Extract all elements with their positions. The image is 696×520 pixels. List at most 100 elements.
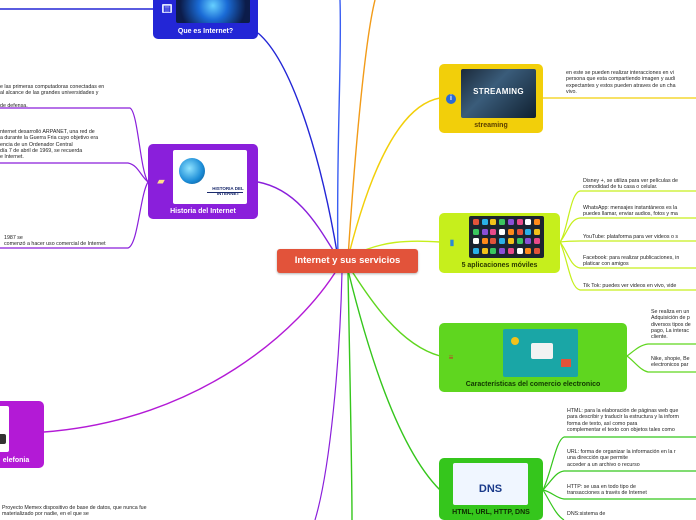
link-html-1	[542, 436, 696, 491]
text-line: transacciones a través de Internet	[567, 490, 647, 497]
app-icon	[481, 247, 488, 254]
text-line: Se realiza en un	[651, 309, 690, 315]
tablet-icon: ▮	[449, 238, 455, 247]
link-apps-4	[559, 241, 696, 269]
link-html-2	[542, 470, 696, 491]
text-line: WhatsApp: mensajes instantáneos es la	[583, 205, 678, 211]
app-icon	[499, 228, 506, 235]
link-html-4	[542, 489, 565, 520]
link-que-es	[257, 32, 339, 259]
text-line: DNS:sistema de	[567, 511, 606, 517]
text-line: complementar el texto con objetos tales …	[567, 426, 675, 433]
text-line: materializado por nadie, en el que se	[2, 511, 89, 518]
app-icon	[507, 247, 514, 254]
app-icon	[525, 238, 532, 244]
link-telefonia	[43, 267, 339, 433]
link-comercio-1	[626, 343, 696, 357]
app-icon	[525, 228, 532, 235]
app-icon	[533, 228, 540, 235]
text-line: acceder a un archivo o recurso	[567, 461, 640, 468]
text-line: a durante la Guerra Fria cuyo objetivo e…	[0, 135, 99, 142]
app-icon	[481, 238, 488, 244]
link-historia-2	[0, 162, 149, 183]
telefonia-text-1: Proyecto Memex dispositivo de base de da…	[2, 505, 180, 518]
app-icon	[481, 219, 488, 225]
app-icon	[490, 238, 497, 244]
text-line: una dirección que permite	[567, 455, 628, 462]
central-topic[interactable]: Internet y sus servicios	[277, 249, 418, 273]
link-apps-1	[559, 190, 696, 243]
text-line: persona que esta compartiendo imagen y a…	[566, 76, 675, 83]
text-line: YouTube: plataforma para ver videos o s	[583, 234, 679, 240]
html-text-4: DNS:sistema de	[567, 511, 696, 517]
app-icon	[533, 219, 540, 225]
link-comercio-2	[626, 355, 696, 373]
app-icon	[507, 219, 514, 225]
text-line: puedes llamar, enviar audios, fotos y ma	[583, 211, 678, 218]
node-comercio-electronico[interactable]: ≡ Características del comercio electroni…	[439, 323, 627, 392]
app-icon	[490, 219, 497, 225]
text-line: encia de un Ordenador Central	[0, 141, 73, 148]
node-apps-label: 5 aplicaciones móviles	[461, 262, 538, 269]
text-line: cliente.	[651, 334, 668, 341]
text-line: pago, La interac	[651, 327, 689, 334]
node-aplicaciones-moviles[interactable]: ▮ 5 aplicaciones móviles	[439, 213, 560, 273]
text-line: e las primeras computadoras conectadas e…	[0, 84, 105, 90]
app-icon	[481, 228, 488, 235]
link-historia	[257, 181, 339, 259]
app-icon	[490, 247, 497, 254]
app-icon	[525, 247, 532, 254]
text-line: vivo.	[566, 88, 577, 95]
app-icon	[525, 219, 532, 225]
node-que-es-internet[interactable]: ▤ Que es Internet?	[153, 0, 258, 39]
text-line: platicar con amigos	[583, 261, 629, 268]
link-top-orange	[347, 0, 376, 259]
link-apps-3	[559, 240, 696, 243]
node-html-url-http-dns[interactable]: DNS HTML, URL, HTTP, DNS	[439, 458, 543, 520]
historia-image-text: HISTORIA DEL INTERNET	[212, 186, 244, 196]
link-historia-1	[0, 107, 149, 183]
text-line: comodidad de tu casa o celular.	[583, 184, 658, 191]
text-line: expectantes y estos pueden atraves de un…	[566, 82, 676, 89]
node-streaming[interactable]: STREAMING i streaming	[439, 64, 543, 133]
text-line: Proyecto Memex dispositivo de base de da…	[2, 505, 147, 511]
app-icon	[507, 228, 514, 235]
html-image-text: DNS	[478, 483, 503, 495]
historia-text-1: e las primeras computadoras conectadas e…	[0, 84, 128, 109]
text-line: Facebook: para realizar publicaciones, i…	[583, 255, 680, 261]
text-line: comenzó a hacer uso comercial de Interne…	[4, 241, 106, 248]
apps-image	[469, 216, 544, 258]
comercio-image	[503, 329, 578, 377]
app-icon	[473, 219, 479, 225]
link-comercio	[347, 264, 441, 357]
text-line: e Internet.	[0, 154, 24, 161]
text-line: en este se pueden realizar interacciones…	[566, 70, 674, 76]
app-icon	[516, 228, 523, 235]
link-apps-5	[559, 241, 696, 291]
html-text-1: HTML: para la elaboración de páginas web…	[567, 408, 696, 433]
html-image: DNS	[453, 463, 528, 505]
app-icon	[533, 238, 540, 244]
text-line: nternet desarrolló ARPANET, una red de	[0, 129, 95, 135]
node-historia-internet[interactable]: HISTORIA DEL INTERNET ▰ Historia del Int…	[148, 144, 258, 219]
apps-text-5: Tik Tok: puedes ver videos en vivo, vide	[583, 283, 696, 289]
app-icon	[516, 238, 523, 244]
html-text-2: URL: forma de organizar la información e…	[567, 449, 696, 468]
link-que-es-up	[336, 0, 342, 259]
node-telefonia[interactable]: elefonia	[0, 401, 44, 468]
streaming-text-1: en este se pueden realizar interacciones…	[566, 70, 696, 95]
app-icon	[499, 219, 506, 225]
apps-text-4: Facebook: para realizar publicaciones, i…	[583, 255, 696, 268]
text-line: Adquisición de p	[651, 315, 690, 322]
link-apps-2	[559, 217, 696, 243]
text-line: HTML: para la elaboración de páginas web…	[567, 408, 679, 414]
document-icon: ▤	[162, 4, 172, 13]
app-icon	[499, 238, 506, 244]
text-line: URL: forma de organizar la información e…	[567, 449, 676, 455]
streaming-image-text: STREAMING	[473, 87, 524, 96]
node-html-label: HTML, URL, HTTP, DNS	[452, 509, 530, 516]
app-icon	[507, 238, 514, 244]
